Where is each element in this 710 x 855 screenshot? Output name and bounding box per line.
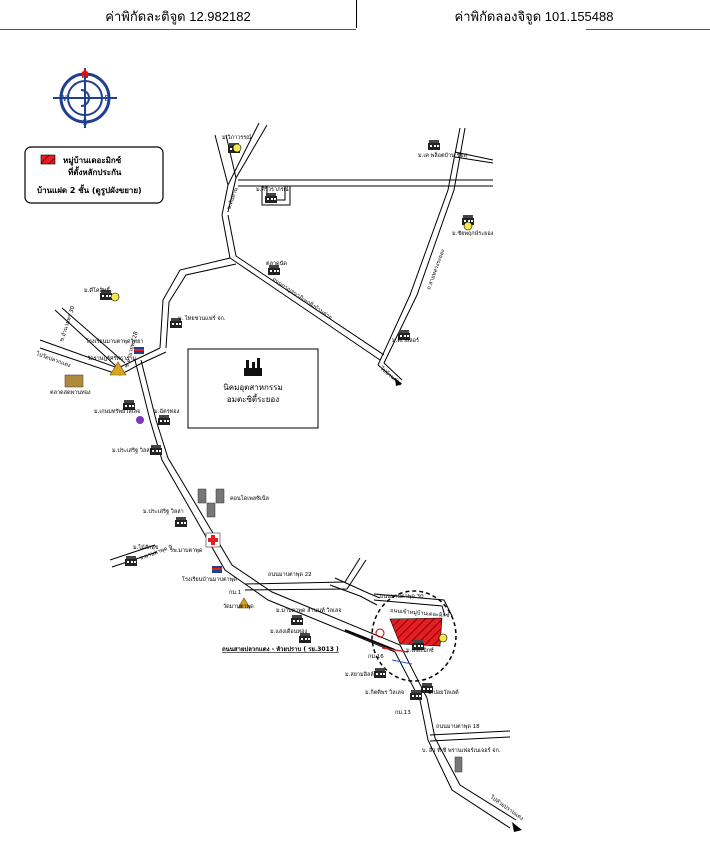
label-dekodee: ม.ดีโคสิทธิ์ — [84, 286, 111, 294]
subject-property-area — [389, 617, 443, 647]
house-icon — [175, 517, 187, 527]
label-hospital: รพ.มาบตาพุด — [170, 548, 203, 554]
label-talad: ตลาดนัด — [266, 260, 287, 267]
label-prasert1: ม.ประเสริฐ วิลล่า — [112, 447, 153, 454]
house-icon — [265, 193, 277, 203]
label-road-mabkha: ถนนกาญจนาภิเษกฝั่งบ้านค่าย — [271, 275, 334, 321]
latitude-label: ค่าพิกัดละติจูด 12.982182 — [105, 9, 251, 24]
label-kittiphon: ม.กิตติพร วิลเลจ — [365, 689, 404, 696]
compass-rose-icon: N S W E — [53, 68, 117, 128]
legend-line1: หมู่บ้านเดอะมิกซ์ — [63, 155, 122, 166]
house-icon — [428, 140, 440, 150]
label-soi30: ซ.อำนวยพร 30 — [58, 305, 76, 343]
compass-n: N — [81, 71, 89, 81]
label-to-plukdaeng: ไปหัวยปราบแดง — [488, 793, 525, 822]
label-siam: ม.สยามฮิลล์ — [345, 671, 374, 678]
label-condo: คอนโดเพลซิเน็ล — [230, 494, 269, 502]
subject-highlight-circle — [371, 590, 457, 682]
numbered-markers — [110, 143, 473, 643]
arrow-end-icon — [395, 378, 402, 386]
label-prasert2: ม.ประเสริฐ วิลล่า — [143, 508, 184, 515]
main-road-segment — [344, 629, 396, 651]
label-company: บ. สิว ที ซี พรานเฟอร์เนเจอร์ จก. — [422, 747, 501, 754]
label-main-road: ถนนสายปลวกแดง - หัวยปราบ ( รย.3013 ) — [222, 645, 339, 653]
label-kanchanwit2: ม.ฉัตรทอง — [154, 408, 180, 415]
hospital-icon — [205, 532, 221, 548]
label-maipaenao: ม.ไม้สักสุข — [133, 544, 159, 551]
route-line-blue — [391, 659, 413, 665]
label-school2: โรงเรียนบ้านมาบตาพุด — [182, 575, 237, 583]
coordinate-header: ค่าพิกัดละติจูด 12.982182 ค่าพิกัดลองจิจ… — [0, 0, 710, 30]
compass-w: W — [59, 94, 67, 103]
label-chaiyaphon: บ. ไทยชวนแฟร์ จก. — [178, 315, 226, 322]
condo-tower-icon — [197, 488, 463, 773]
legend-box: หมู่บ้านเดอะมิกซ์ ที่ตั้งหลักประกัน บ้าน… — [24, 146, 164, 204]
house-icon — [374, 668, 386, 678]
label-chaiyapruek2: ม.ดีเวลลอร์ — [392, 337, 419, 344]
house-icon — [291, 615, 303, 625]
legend-line2: ที่ตั้งหลักประกัน — [68, 166, 122, 177]
header-underline-left — [0, 29, 356, 30]
industrial-estate-box: นิคมอุตสาหกรรม อมตะซิตี้ระยอง — [187, 348, 319, 429]
compass-e: E — [104, 94, 109, 103]
label-soi-themix: ถนนเข้าหมู่บ้านเดอะมิกซ์ — [390, 607, 450, 619]
property-pin-icon — [375, 628, 385, 638]
school-flag-icon — [134, 347, 222, 573]
estate-line2: อมตะซิตี้ระยอง — [227, 393, 279, 404]
label-school1: โรงเรียนมาบตาพุดวิทยา — [86, 337, 144, 345]
label-kanchanawit: ม.เค พล็อตบ้าน ชัยสุ — [418, 151, 468, 159]
map-labels: ม.วิภาวรรณ์ ม.เค พล็อตบ้าน ชัยสุ ม.ศิริว… — [50, 134, 501, 754]
label-themix: ม.เดอะมิกซ์ — [406, 647, 434, 654]
header-divider — [356, 0, 357, 28]
label-wipawan: ม.วิภาวรรณ์ — [222, 134, 251, 141]
legend-swatch — [40, 154, 56, 165]
header-underline-right — [586, 29, 710, 30]
legend-line3: บ้านแฝด 2 ชั้น (ดูรูปผังขยาย) — [37, 184, 142, 196]
label-market: ตลาดสดพานทอง — [50, 389, 91, 396]
route-arrow — [381, 647, 409, 653]
estate-line1: นิคมอุตสาหกรรม — [223, 383, 282, 392]
gas-station-icon — [136, 416, 144, 424]
label-road18: ถนนมาบตาพุด 18 — [436, 724, 480, 730]
longitude-label: ค่าพิกัดลองจิจูด 101.155488 — [454, 9, 614, 24]
label-kor-mor: กม.1 — [229, 590, 241, 596]
label-thanyathorn: ม.แสงเดือนทอง — [270, 628, 307, 635]
label-road-sailuang: ถ.สายหลวงระยอง — [425, 248, 446, 291]
label-temple1: วัดราษฎร์ศรัทธาราม — [87, 355, 137, 362]
label-kor-mor2: กม.16 — [368, 654, 384, 660]
compass-s: S — [82, 118, 87, 127]
label-chaiyapruek: ม.ชัยพฤกษ์ระยอง — [452, 230, 494, 237]
house-icon — [158, 415, 170, 425]
road-network — [39, 122, 517, 829]
arrow-end-icon — [512, 822, 522, 832]
label-kor-mor3: กม.13 — [395, 710, 411, 716]
label-siriwaraporn: ม.ศิริวราภรณ์ — [256, 186, 289, 193]
label-temple2: วัดมาบตาพุด — [223, 603, 254, 610]
house-icon — [125, 556, 137, 566]
label-kasemsap: ม.เกษมทรัพย์วิลเลจ — [94, 408, 140, 415]
label-road22: ถนนมาบตาพุด 22 — [268, 572, 312, 578]
factory-icon — [244, 358, 262, 376]
road-labels: ซ.ทับตาน ถนนกาญจนาภิเษกฝั่งบ้านค่าย ถ.สา… — [34, 186, 525, 822]
label-mabtaphut: ม.มาบตาพุด ลำนนท์ วิลเลจ — [276, 607, 341, 614]
label-road30: ถนนมาบตาพุด 30 — [380, 594, 424, 600]
temple-icon — [109, 361, 251, 609]
label-bayvalley: ม.ปอยวัลเลต์ — [428, 689, 459, 696]
market-icon — [64, 374, 84, 388]
house-icon — [410, 690, 422, 700]
